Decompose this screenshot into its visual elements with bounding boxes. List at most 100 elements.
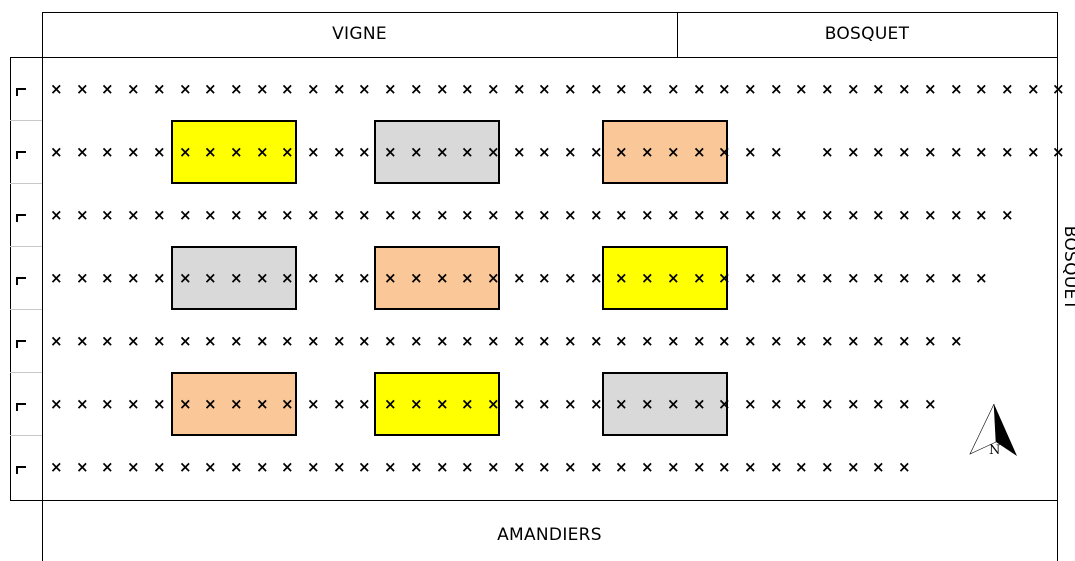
tree-mark: × [101, 80, 114, 98]
tree-mark: × [641, 458, 654, 476]
tree-mark: × [281, 143, 294, 161]
tree-mark: × [230, 206, 243, 224]
tree-mark: × [693, 80, 706, 98]
tree-mark: × [384, 395, 397, 413]
plot-gray [602, 372, 728, 436]
tree-mark: × [461, 143, 474, 161]
tree-mark: × [538, 143, 551, 161]
tree-mark: × [76, 458, 89, 476]
tree-mark: × [487, 332, 500, 350]
tree-mark: × [590, 206, 603, 224]
tree-mark: × [436, 269, 449, 287]
tree-mark: × [50, 269, 63, 287]
tree-mark: × [821, 332, 834, 350]
tree-mark: × [76, 269, 89, 287]
tree-mark: × [101, 395, 114, 413]
tree-mark: × [693, 143, 706, 161]
tree-mark: × [230, 395, 243, 413]
tree-mark: × [847, 395, 860, 413]
tree-mark: × [281, 269, 294, 287]
tree-mark: × [204, 80, 217, 98]
tree-mark: × [358, 206, 371, 224]
tree-mark: × [256, 269, 269, 287]
tree-mark: × [153, 143, 166, 161]
field-top-border [10, 57, 1058, 58]
tree-mark: × [770, 206, 783, 224]
tree-mark: × [821, 80, 834, 98]
tree-mark: × [538, 80, 551, 98]
tree-mark: × [641, 143, 654, 161]
tree-mark: × [513, 395, 526, 413]
tree-mark: × [615, 269, 628, 287]
header-divider [677, 12, 678, 57]
tree-mark: × [744, 458, 757, 476]
tree-mark: × [230, 80, 243, 98]
field-bottom-border [10, 500, 1058, 501]
tree-mark: × [667, 80, 680, 98]
tree-mark: × [924, 143, 937, 161]
tree-mark: × [204, 206, 217, 224]
tree-mark: × [50, 332, 63, 350]
tree-mark: × [307, 80, 320, 98]
tree-mark: × [333, 206, 346, 224]
tree-mark: × [153, 206, 166, 224]
tree-mark: × [179, 80, 192, 98]
tree-mark: × [847, 332, 860, 350]
tree-mark: × [564, 206, 577, 224]
tree-mark: × [667, 143, 680, 161]
tree-mark: × [744, 395, 757, 413]
tree-mark: × [770, 143, 783, 161]
tree-mark: × [590, 80, 603, 98]
tree-mark: × [307, 458, 320, 476]
tree-mark: × [538, 395, 551, 413]
tree-mark: × [76, 332, 89, 350]
tree-mark: × [924, 206, 937, 224]
tree-mark: × [230, 332, 243, 350]
tree-mark: × [744, 206, 757, 224]
tree-mark: × [898, 80, 911, 98]
tree-mark: × [693, 395, 706, 413]
tree-mark: × [795, 269, 808, 287]
tree-mark: × [538, 269, 551, 287]
tree-mark: × [770, 458, 783, 476]
header-top-border [42, 12, 1058, 13]
tree-mark: × [744, 80, 757, 98]
tree-mark: × [461, 458, 474, 476]
tree-mark: × [898, 269, 911, 287]
tree-mark: × [179, 458, 192, 476]
tree-mark: × [770, 80, 783, 98]
plot-yellow [171, 120, 297, 184]
tree-mark: × [204, 269, 217, 287]
tree-mark: × [615, 206, 628, 224]
tree-mark: × [795, 206, 808, 224]
tree-mark: × [281, 395, 294, 413]
plot-yellow [374, 372, 500, 436]
tree-mark: × [101, 269, 114, 287]
tree-mark: × [898, 458, 911, 476]
tree-mark: × [307, 395, 320, 413]
tree-mark: × [384, 143, 397, 161]
tree-mark: × [127, 269, 140, 287]
tree-mark: × [76, 143, 89, 161]
tree-mark: × [975, 269, 988, 287]
tree-mark: × [410, 80, 423, 98]
tree-mark: × [256, 143, 269, 161]
tree-mark: × [898, 332, 911, 350]
tree-mark: × [461, 206, 474, 224]
tree-mark: × [1001, 143, 1014, 161]
tree-mark: × [153, 458, 166, 476]
header-right-border [1057, 12, 1058, 57]
tree-mark: × [872, 395, 885, 413]
tree-mark: × [795, 80, 808, 98]
tree-mark: × [256, 458, 269, 476]
header-left-border [42, 12, 43, 57]
tree-mark: × [153, 332, 166, 350]
tree-mark: × [513, 143, 526, 161]
tree-mark: × [487, 458, 500, 476]
tree-mark: × [436, 395, 449, 413]
tree-mark: × [384, 332, 397, 350]
tree-mark: × [50, 143, 63, 161]
plot-peach [171, 372, 297, 436]
tree-mark: × [847, 80, 860, 98]
tree-mark: × [333, 332, 346, 350]
